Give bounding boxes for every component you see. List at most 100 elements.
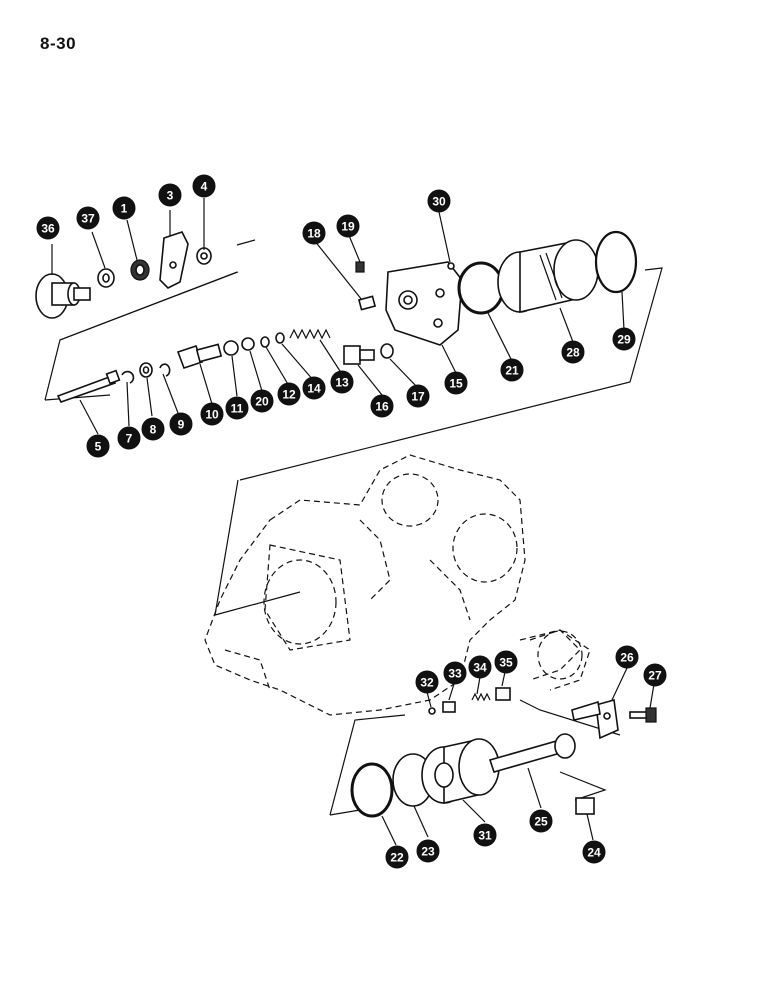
part-ball-12 — [260, 336, 270, 348]
callout-20: 20 — [250, 389, 274, 413]
part-spring-13 — [289, 328, 331, 340]
part-clip-7 — [121, 370, 135, 384]
callout-circle — [336, 214, 360, 238]
callout-11: 11 — [225, 396, 249, 420]
part-pushrod-25 — [488, 733, 576, 773]
part-screw-19 — [355, 261, 365, 273]
callout-circle — [473, 823, 497, 847]
callout-29: 29 — [612, 327, 636, 351]
callout-circle — [415, 670, 439, 694]
callout-label: 35 — [499, 656, 513, 670]
callout-9: 9 — [169, 412, 193, 436]
callout-circle — [112, 196, 136, 220]
callout-26: 26 — [615, 645, 639, 669]
callout-label: 13 — [335, 376, 349, 390]
part-nut-4 — [196, 247, 212, 265]
part-oring-22 — [350, 762, 394, 818]
callout-label: 22 — [390, 851, 404, 865]
callout-19: 19 — [336, 214, 360, 238]
callout-circle — [250, 389, 274, 413]
callout-circle — [192, 174, 216, 198]
callout-circle — [612, 327, 636, 351]
part-spring-34 — [471, 692, 491, 702]
callout-label: 36 — [41, 222, 55, 236]
part-oring-29 — [594, 230, 638, 294]
callout-21: 21 — [500, 358, 524, 382]
callout-circle — [86, 434, 110, 458]
callout-circle — [615, 645, 639, 669]
callout-circle — [385, 845, 409, 869]
part-bolt-27 — [629, 707, 657, 723]
callout-31: 31 — [473, 823, 497, 847]
part-cap-24 — [575, 797, 595, 815]
callout-8: 8 — [141, 417, 165, 441]
callout-label: 33 — [448, 667, 462, 681]
part-oring-11 — [223, 340, 239, 356]
callout-4: 4 — [192, 174, 216, 198]
callout-circle — [494, 650, 518, 674]
callout-37: 37 — [76, 206, 100, 230]
part-nut-1 — [130, 259, 150, 281]
callout-22: 22 — [385, 845, 409, 869]
callout-label: 19 — [341, 220, 355, 234]
callout-circle — [443, 661, 467, 685]
callout-label: 31 — [478, 829, 492, 843]
part-washer-17 — [380, 343, 394, 359]
callout-label: 24 — [587, 846, 601, 860]
page-number: 8-30 — [40, 34, 77, 53]
callout-label: 14 — [307, 382, 321, 396]
callout-7: 7 — [117, 426, 141, 450]
part-valve-body-15 — [385, 261, 463, 346]
callout-label: 17 — [411, 390, 425, 404]
callout-label: 3 — [167, 189, 174, 203]
callout-circle — [330, 370, 354, 394]
callout-label: 4 — [201, 180, 208, 194]
callout-label: 18 — [307, 227, 321, 241]
part-nut-37 — [97, 268, 115, 288]
callout-28: 28 — [561, 340, 585, 364]
part-plug-16 — [343, 345, 375, 365]
callout-label: 30 — [432, 195, 446, 209]
callout-circle — [277, 382, 301, 406]
callout-circle — [406, 384, 430, 408]
callout-24: 24 — [582, 840, 606, 864]
callout-23: 23 — [416, 839, 440, 863]
callout-17: 17 — [406, 384, 430, 408]
callout-18: 18 — [302, 221, 326, 245]
part-seat-14 — [275, 332, 285, 344]
upper-assembly-frame — [44, 239, 663, 481]
callout-label: 20 — [255, 395, 269, 409]
part-seat-33 — [442, 701, 456, 713]
callout-14: 14 — [302, 376, 326, 400]
callout-circle — [427, 189, 451, 213]
part-oring-21 — [457, 261, 505, 315]
callout-label: 9 — [178, 418, 185, 432]
callout-12: 12 — [277, 382, 301, 406]
callout-label: 32 — [420, 676, 434, 690]
callout-circle — [582, 840, 606, 864]
callout-circle — [169, 412, 193, 436]
part-ball-30 — [447, 262, 455, 270]
part-oring-20 — [241, 337, 255, 351]
callout-36: 36 — [36, 216, 60, 240]
callout-label: 34 — [473, 661, 487, 675]
callout-3: 3 — [158, 183, 182, 207]
callout-label: 28 — [566, 346, 580, 360]
part-fitting-10 — [176, 343, 223, 370]
callout-label: 15 — [449, 377, 463, 391]
callout-circle — [141, 417, 165, 441]
callout-label: 1 — [121, 202, 128, 216]
part-shaft-5 — [56, 369, 121, 403]
callout-circle — [225, 396, 249, 420]
part-clip-9 — [159, 363, 171, 377]
callout-33: 33 — [443, 661, 467, 685]
callout-circle — [117, 426, 141, 450]
callout-30: 30 — [427, 189, 451, 213]
part-cylinder-28 — [497, 239, 599, 314]
callout-circle — [200, 402, 224, 426]
part-screw-18 — [357, 295, 377, 311]
callout-circle — [468, 655, 492, 679]
callout-13: 13 — [330, 370, 354, 394]
